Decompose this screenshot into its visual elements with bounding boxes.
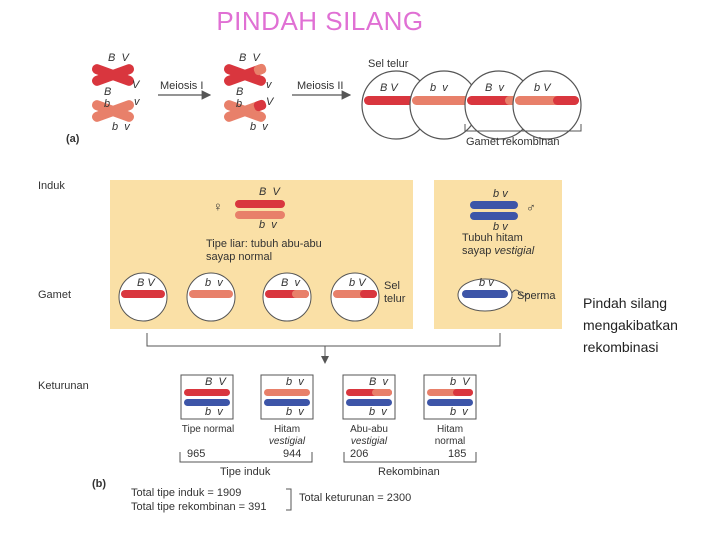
offspring-label: vestigial [268, 436, 306, 447]
allele-label: b [236, 98, 243, 110]
allele-label: B V [137, 277, 155, 289]
egg-label: telur [384, 293, 406, 305]
offspring-box-3 [342, 374, 396, 420]
female-symbol: ♀ [213, 199, 223, 214]
male-symbol: ♂ [526, 200, 536, 215]
allele-label: B v [485, 82, 504, 94]
totals-bracket [286, 488, 292, 511]
row-label-offspring: Keturunan [38, 380, 89, 392]
sperm-label: Sperma [517, 290, 556, 302]
allele-label: b V [534, 82, 551, 94]
allele-label: b v [250, 121, 268, 133]
female-parent-chromosomes [235, 200, 285, 219]
male-desc: sayap vestigial [462, 245, 535, 257]
page-title: PINDAH SILANG [216, 6, 424, 36]
row-label-gamete: Gamet [38, 289, 72, 301]
allele-label: b v [479, 277, 494, 289]
side-note-line: rekombinasi [583, 339, 659, 355]
allele-label: b V [349, 277, 366, 289]
part-b-label: (b) [92, 478, 107, 490]
allele-label: B V [259, 186, 280, 198]
egg-cell-a4 [512, 70, 582, 140]
egg-label: Sel [384, 280, 400, 292]
total-offspring: Total keturunan = 2300 [299, 492, 412, 504]
offspring-count: 965 [187, 448, 206, 460]
male-desc: Tubuh hitam [462, 232, 523, 244]
row-label-parent: Induk [38, 180, 65, 192]
allele-label: V [132, 79, 140, 91]
part-a-label: (a) [66, 133, 80, 145]
offspring-label: Tipe normal [181, 424, 235, 435]
allele-label: b v [493, 221, 508, 233]
side-note-line: mengakibatkan [583, 317, 678, 333]
allele-label: b v [286, 406, 304, 418]
allele-label: B v [369, 376, 388, 388]
total-recombinant: Total tipe rekombinan = 391 [131, 501, 267, 513]
allele-label: B [236, 86, 244, 98]
allele-label: B V [239, 52, 260, 64]
allele-label: b V [450, 376, 470, 388]
offspring-label: vestigial [350, 436, 388, 447]
allele-label: b v [205, 277, 223, 289]
gamete-egg-1 [118, 272, 168, 322]
offspring-label: Hitam [436, 424, 464, 435]
chromosome-pair-crossover-2 [224, 99, 267, 122]
chromosome-pair-crossover-1 [224, 63, 267, 86]
sperm-cell [457, 278, 529, 312]
egg-cell-label: Sel telur [368, 58, 409, 70]
allele-label: v [266, 79, 272, 91]
gamete-egg-4 [330, 272, 380, 322]
side-note: Pindah silang mengakibatkan rekombinasi [583, 292, 678, 358]
offspring-count: 944 [283, 448, 302, 460]
meiosis2-label: Meiosis II [297, 80, 344, 92]
combine-bracket [146, 333, 501, 347]
offspring-label: normal [434, 436, 466, 447]
chromosome-pair-a2 [92, 100, 134, 122]
allele-label: b [104, 98, 111, 110]
offspring-label: Abu-abu [350, 424, 388, 435]
allele-label: b v [259, 219, 277, 231]
offspring-box-2 [260, 374, 314, 420]
allele-label: B [104, 86, 112, 98]
recombinant-group-bracket [343, 452, 477, 463]
allele-label: b v [112, 121, 130, 133]
allele-label: b v [493, 188, 508, 200]
recombinant-gametes-label: Gamet rekombinan [466, 136, 560, 148]
female-desc: sayap normal [206, 251, 273, 263]
total-parental: Total tipe induk = 1909 [131, 487, 242, 499]
gamete-egg-3 [262, 272, 312, 322]
allele-label: B v [281, 277, 300, 289]
offspring-box-4 [423, 374, 477, 420]
gamete-egg-2 [186, 272, 236, 322]
allele-label: b v [450, 406, 468, 418]
recombinant-group-label: Rekombinan [378, 466, 440, 478]
allele-label: b v [430, 82, 448, 94]
allele-label: v [134, 96, 140, 108]
recombinant-bracket [464, 124, 582, 132]
offspring-box-1 [180, 374, 234, 420]
parental-group-label: Tipe induk [220, 466, 271, 478]
offspring-count: 185 [448, 448, 467, 460]
allele-label: B V [108, 52, 129, 64]
male-parent-chromosomes [470, 201, 518, 220]
chromosome-pair-a1 [92, 64, 134, 86]
allele-label: V [266, 96, 274, 108]
meiosis1-label: Meiosis I [160, 80, 204, 92]
egg-cell-a2 [409, 70, 479, 140]
parental-bracket [179, 452, 313, 463]
female-desc: Tipe liar: tubuh abu-abu [206, 238, 322, 250]
allele-label: b v [205, 406, 223, 418]
allele-label: B V [205, 376, 226, 388]
offspring-count: 206 [350, 448, 369, 460]
allele-label: b v [369, 406, 387, 418]
allele-label: B V [380, 82, 398, 94]
allele-label: b v [286, 376, 304, 388]
offspring-label: Hitam [273, 424, 301, 435]
side-note-line: Pindah silang [583, 295, 668, 311]
